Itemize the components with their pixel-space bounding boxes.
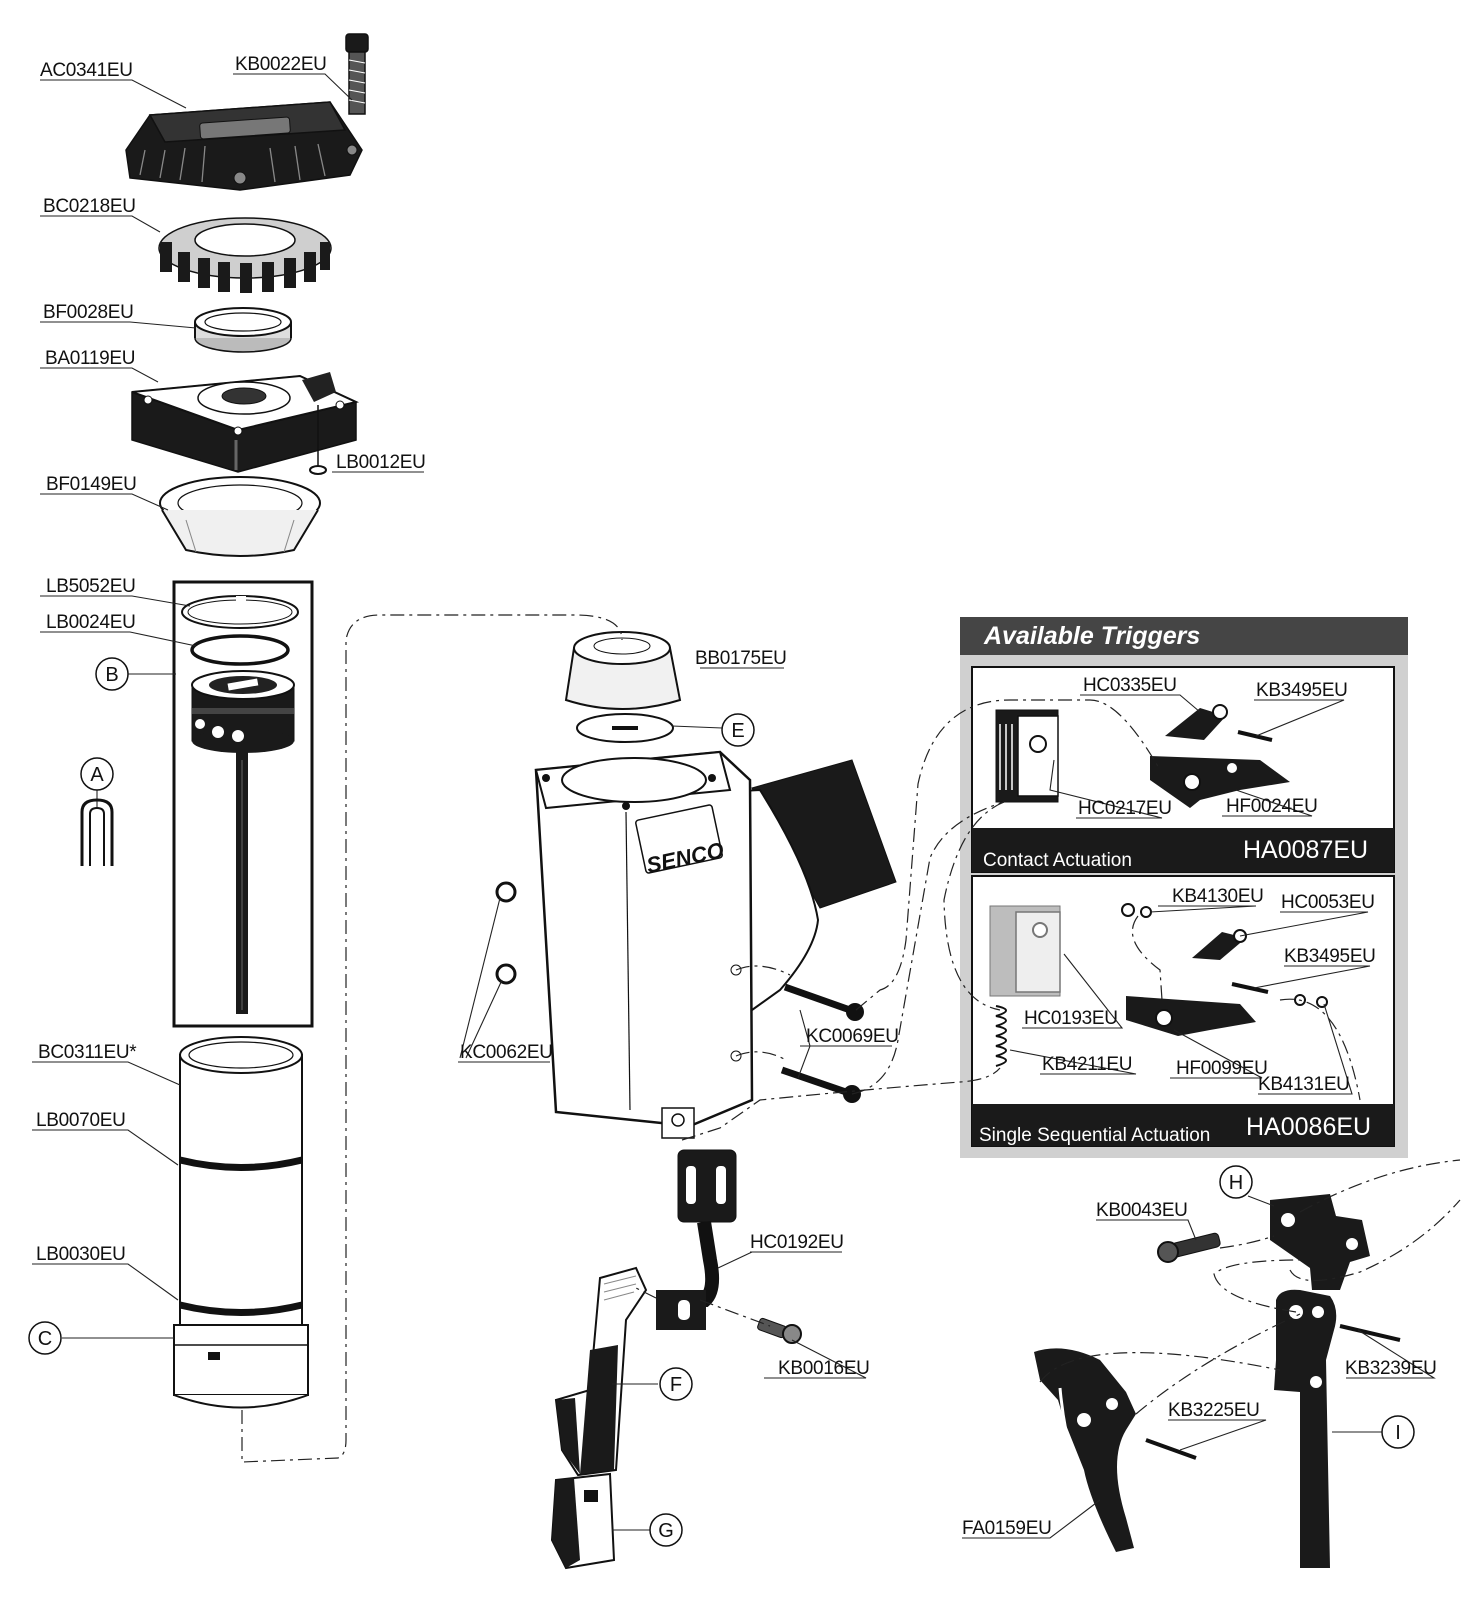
housing-screw-upper: [783, 983, 864, 1021]
label-kc0069: KC0069EU: [806, 1026, 899, 1047]
label-bc0311: BC0311EU*: [38, 1042, 137, 1063]
label-kb4211: KB4211EU: [1042, 1054, 1132, 1075]
label-kb3495-sequential: KB3495EU: [1284, 946, 1376, 967]
cylinder-seal: [159, 476, 321, 557]
label-kb3225: KB3225EU: [1168, 1400, 1260, 1421]
callout-a: A: [80, 757, 114, 791]
piston: [191, 670, 295, 753]
svg-text:I: I: [1395, 1422, 1401, 1444]
label-bf0028: BF0028EU: [43, 302, 134, 323]
trigger-hf0024: [1150, 756, 1290, 808]
nose-tip-g: [550, 1472, 616, 1570]
callout-i: I: [1381, 1415, 1415, 1449]
bumper-ring: [194, 307, 292, 353]
label-hf0099: HF0099EU: [1176, 1058, 1268, 1079]
label-fa0159: FA0159EU: [962, 1518, 1052, 1539]
svg-text:B: B: [105, 664, 118, 686]
housing-screw-lower: [780, 1066, 861, 1103]
driver-blade: [236, 752, 248, 1014]
pin-kb4130: [1121, 903, 1152, 918]
part-labels: AC0341EU KB0022EU BC0218EU BF0028EU BA01…: [36, 54, 1437, 1539]
panel-title: Available Triggers: [983, 622, 1200, 650]
spring-kb4211: [995, 1005, 1007, 1067]
label-kb0022: KB0022EU: [235, 54, 327, 75]
svg-text:F: F: [670, 1374, 682, 1396]
oring-lb0024: [190, 634, 290, 666]
pin-kb3495-contact: [1237, 730, 1273, 742]
cylinder-cap: [125, 101, 363, 191]
label-lb0012: LB0012EU: [336, 452, 426, 473]
nose-guide-f: [554, 1266, 648, 1477]
leader-lines: [32, 73, 1436, 1539]
fork-tool: [80, 790, 114, 866]
label-ac0341: AC0341EU: [40, 60, 133, 81]
label-hc0193: HC0193EU: [1024, 1008, 1118, 1029]
contact-arm: [656, 1149, 737, 1330]
label-hc0053: HC0053EU: [1281, 892, 1375, 913]
callout-g: G: [649, 1513, 683, 1547]
nut-upper: [495, 881, 517, 903]
main-housing: SENCO: [534, 750, 897, 1139]
label-kb3495-contact: KB3495EU: [1256, 680, 1348, 701]
contact-kit-number: HA0087EU: [1243, 836, 1368, 864]
cylinder-sleeve: [173, 1036, 309, 1409]
svg-text:E: E: [731, 720, 744, 742]
callout-h: H: [1219, 1165, 1253, 1199]
label-kb0016: KB0016EU: [778, 1358, 870, 1379]
label-hc0192: HC0192EU: [750, 1232, 844, 1253]
label-kc0062: KC0062EU: [460, 1042, 553, 1063]
cap-screw: [345, 33, 369, 115]
svg-text:G: G: [658, 1520, 674, 1542]
label-lb0070: LB0070EU: [36, 1110, 126, 1131]
svg-text:A: A: [90, 764, 104, 786]
label-kb4131: KB4131EU: [1258, 1074, 1350, 1095]
valve-body-hc0217: [995, 709, 1059, 803]
label-kb3239: KB3239EU: [1345, 1358, 1437, 1379]
pin-kb3225: [1145, 1438, 1197, 1460]
label-bc0218: BC0218EU: [43, 196, 136, 217]
callout-f: F: [659, 1367, 693, 1401]
label-hf0024: HF0024EU: [1226, 796, 1318, 817]
trigger-hf0099: [1126, 996, 1256, 1036]
trigger-lever-hc0335: [1165, 704, 1228, 740]
valve-plate: [131, 372, 360, 473]
piston-group-frame: [172, 580, 314, 1028]
label-hc0217: HC0217EU: [1078, 798, 1172, 819]
small-oring-lb0012: [309, 405, 327, 475]
gear-ring-spacer: [158, 217, 332, 293]
nose-screw-kb0016: [757, 1317, 802, 1344]
available-triggers-panel: Available Triggers Contact Actuation HA0…: [960, 617, 1408, 1158]
washer-e: [576, 713, 674, 743]
dust-cap-bb0175: [564, 631, 682, 710]
label-ba0119: BA0119EU: [45, 348, 135, 369]
sequential-kit-number: HA0086EU: [1246, 1113, 1371, 1141]
label-bf0149: BF0149EU: [46, 474, 137, 495]
retaining-ring-lb5052: [181, 595, 299, 629]
svg-text:C: C: [38, 1328, 52, 1350]
pin-kb3495-sequential: [1231, 982, 1269, 994]
label-lb0024: LB0024EU: [46, 612, 136, 633]
svg-text:H: H: [1229, 1172, 1243, 1194]
trigger-fa0159: [1034, 1348, 1136, 1552]
callout-c: C: [28, 1321, 62, 1355]
label-kb4130: KB4130EU: [1172, 886, 1264, 907]
callout-e: E: [721, 713, 755, 747]
label-hc0335: HC0335EU: [1083, 675, 1177, 696]
screw-kb0043: [1157, 1232, 1221, 1263]
label-kb0043: KB0043EU: [1096, 1200, 1188, 1221]
label-lb5052: LB5052EU: [46, 576, 136, 597]
valve-body-hc0193: [989, 905, 1061, 997]
bracket-h: [1270, 1194, 1370, 1290]
safety-arm-i: [1274, 1289, 1337, 1568]
label-lb0030: LB0030EU: [36, 1244, 126, 1265]
label-bb0175: BB0175EU: [695, 648, 787, 669]
assembly-paths: [241, 614, 1461, 1463]
callout-b: B: [95, 657, 129, 691]
contact-actuation-caption: Contact Actuation: [983, 850, 1132, 871]
sequential-actuation-caption: Single Sequential Actuation: [979, 1125, 1210, 1146]
nut-lower: [495, 963, 517, 985]
pin-kb3239: [1339, 1324, 1401, 1342]
